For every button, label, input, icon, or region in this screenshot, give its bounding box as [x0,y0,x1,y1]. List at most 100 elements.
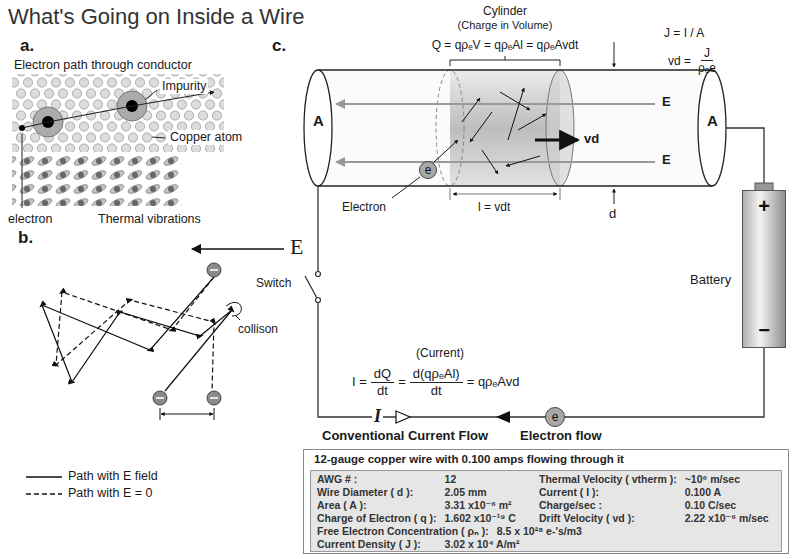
spacing-bracket [161,414,213,415]
copper-lattice [12,152,182,206]
circuit-wire [726,128,764,183]
table-key: Thermal Velocity ( vtherm ): [539,473,677,486]
electron-path [22,92,214,128]
equation-part: vd = [668,54,691,68]
leader-line [392,177,420,198]
note-label: collison [238,322,278,336]
circuit-wire [317,186,318,274]
table-value: 8.5 x 10²⁸ e-'s/m3 [497,525,582,538]
part-label: Thermal vibrations [98,212,201,227]
panel-letter: c. [272,36,286,56]
polarity-sign: + [758,191,770,217]
area-symbol: A [707,112,718,130]
random-motion-arrow [434,88,546,174]
caption-text: Electron path through conductor [14,58,192,73]
equation: Q = qρₑV = qρₑAl = qρₑAvdt [432,38,579,52]
panel-letter: a. [20,36,34,56]
random-motion-arrow [462,98,480,122]
part-label: Impurity [160,79,208,94]
table-value: 12 [445,473,457,486]
leader-line [145,90,157,100]
table-value: ~10⁶ m/sec [685,473,740,486]
electron-path [56,277,214,391]
electron-symbol [210,269,218,271]
electron-symbol [210,397,218,399]
field-symbol: E [662,152,671,168]
equation: J = I / A [664,26,704,40]
circuit-wire [305,276,318,300]
table-key: Wire Diameter ( d ): [317,486,413,499]
flow-label: Electron flow [520,428,602,444]
spacing-bracket [214,408,215,420]
electron-path [226,302,241,316]
cylinder-brace [450,56,560,66]
field-line [336,104,655,162]
area-symbol: A [313,112,324,130]
heading-label: (Current) [416,346,464,360]
table-key: Drift Velocity ( vd ): [539,512,635,525]
wire-cylinder [698,70,726,186]
leader-line [22,134,23,208]
table-key: AWG # : [317,473,357,486]
dimension-arrow [560,188,561,200]
electron-symbol-text: e [552,411,559,423]
battery-body: +− [742,190,786,348]
table-key: Free Electron Concentration ( ρₙ ): [317,525,489,538]
dimension-arrow [450,42,614,204]
electron-path [42,277,232,391]
table-value: 3.31 x10⁻⁶ m² [445,499,512,512]
random-motion-arrow [506,156,540,166]
legend-label: Path with E field [68,469,158,484]
electron-symbol [156,397,164,399]
data-table: AWG # : 12 Thermal Velocity ( vtherm ): ~10… [303,449,789,554]
table-value: 0.10 C/sec [685,499,736,512]
equation-part: d(qρₑAl) [410,366,463,383]
spacing-bracket [160,408,161,420]
electron-symbol [207,391,221,405]
part-label: Battery [690,272,731,288]
random-motion-arrow [482,150,498,174]
field-arrow [192,249,284,250]
equation: I =dQdt=d(qρₑAl)dt= qρₑAvd [352,366,520,398]
dimension-arrow [450,188,451,200]
legend-swatch [26,476,62,477]
leader-line [392,177,420,198]
table-value: 0.100 A [685,486,721,499]
drift-arrow [535,139,578,142]
equation-part: = [398,374,406,390]
wire-cylinder [304,70,726,186]
part-label: Switch [256,276,291,290]
field-symbol: E [290,234,303,260]
electron-circle: e [419,161,437,179]
wire-cylinder [318,69,712,70]
table-key: Current Density ( J ): [317,538,421,551]
current-arrowhead [396,411,410,423]
wire-cylinder [318,185,712,186]
wire-cylinder [304,70,332,186]
field-line [336,161,655,163]
wire-cylinder [450,70,560,186]
table-key: Area ( A ): [317,499,366,512]
fraction: d(qρₑAl)dt [410,366,463,398]
leader-line [22,90,165,208]
legend-label: Path with E = 0 [68,486,152,501]
field-arrow [192,248,284,250]
random-motion-arrow [470,112,492,142]
dimension-label: d [609,206,616,222]
panel-letter: b. [18,228,33,248]
polarity-sign: − [758,319,770,347]
data-table-body: AWG # : 12 Thermal Velocity ( vtherm ): ~10… [310,470,782,552]
equation-part: dt [374,383,391,399]
legend-swatch [26,477,62,494]
current-arrowhead [396,411,410,423]
electron-circle: e [545,407,565,427]
part-label: electron [8,212,52,227]
equation-part: J [701,46,713,61]
wire-cylinder [318,70,712,186]
equation-part: dt [428,383,445,399]
table-value: 2.22 x10⁻⁶ m/sec [685,512,769,525]
electron-flow-arrowhead [496,411,510,423]
electron-symbol [153,391,167,405]
dimension-label: l = vdt [478,200,510,214]
